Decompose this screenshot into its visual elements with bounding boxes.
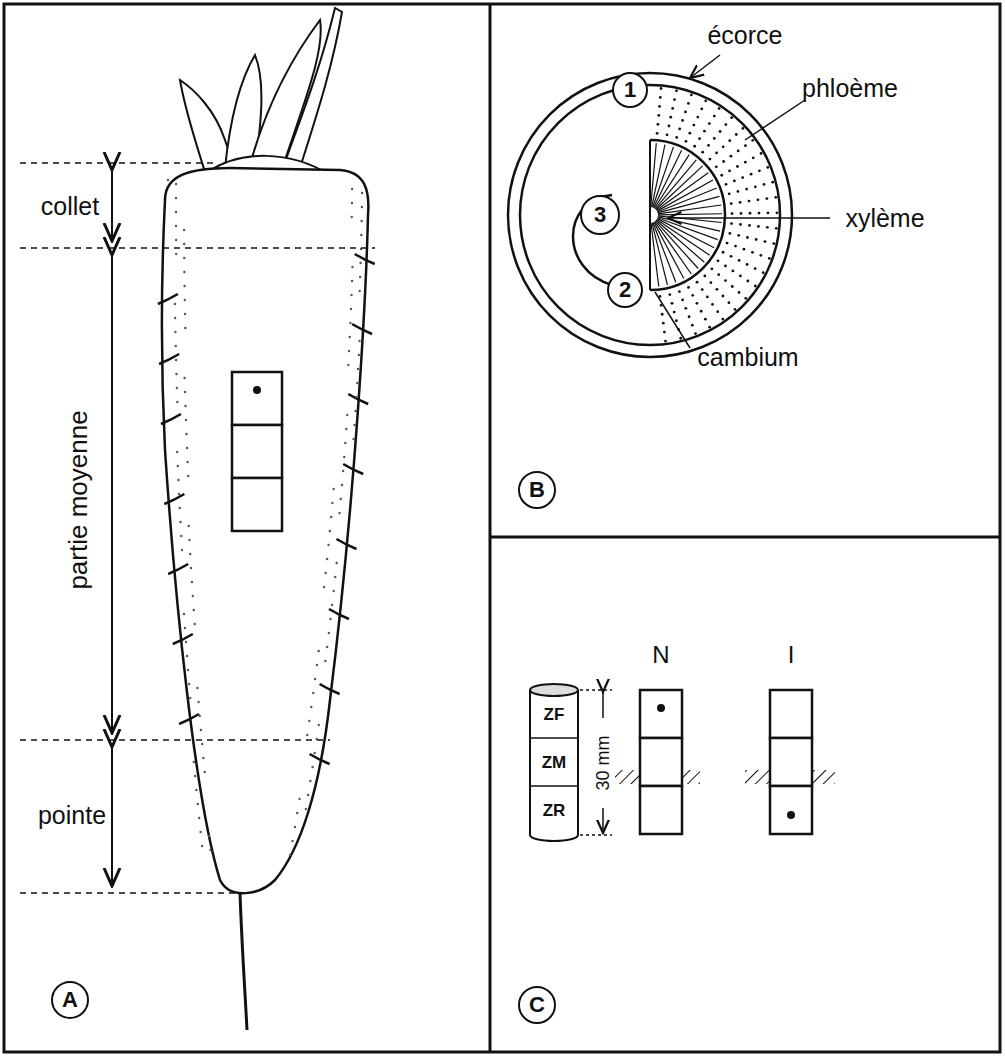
node-text: A — [62, 987, 78, 1013]
node-text: B — [529, 477, 545, 503]
part-label: partie moyenne — [65, 410, 91, 589]
part-label: écorce — [707, 23, 782, 48]
callout-number: 3 — [580, 195, 620, 235]
panel-letter: C — [518, 986, 556, 1024]
callout-number: 1 — [612, 72, 648, 108]
node-text: 2 — [619, 277, 631, 303]
zone-label: ZF — [544, 706, 565, 723]
zone-label: ZM — [542, 754, 567, 771]
node-text: 1 — [624, 77, 636, 103]
part-label: N — [652, 643, 669, 667]
part-label: phloème — [802, 76, 898, 101]
part-label: collet — [41, 194, 99, 219]
node-text: C — [529, 992, 545, 1018]
node-text: 3 — [594, 202, 606, 228]
part-label: xylème — [845, 206, 924, 231]
carrot-root — [162, 168, 368, 893]
dimension: 30 mm — [594, 733, 612, 792]
callout-number: 2 — [607, 272, 643, 308]
part-label: pointe — [38, 803, 106, 828]
panel-letter: B — [518, 471, 556, 509]
zone-label: ZR — [543, 802, 566, 819]
part-label: I — [788, 643, 795, 667]
part-label: cambium — [697, 345, 798, 370]
panel-letter: A — [51, 981, 89, 1019]
